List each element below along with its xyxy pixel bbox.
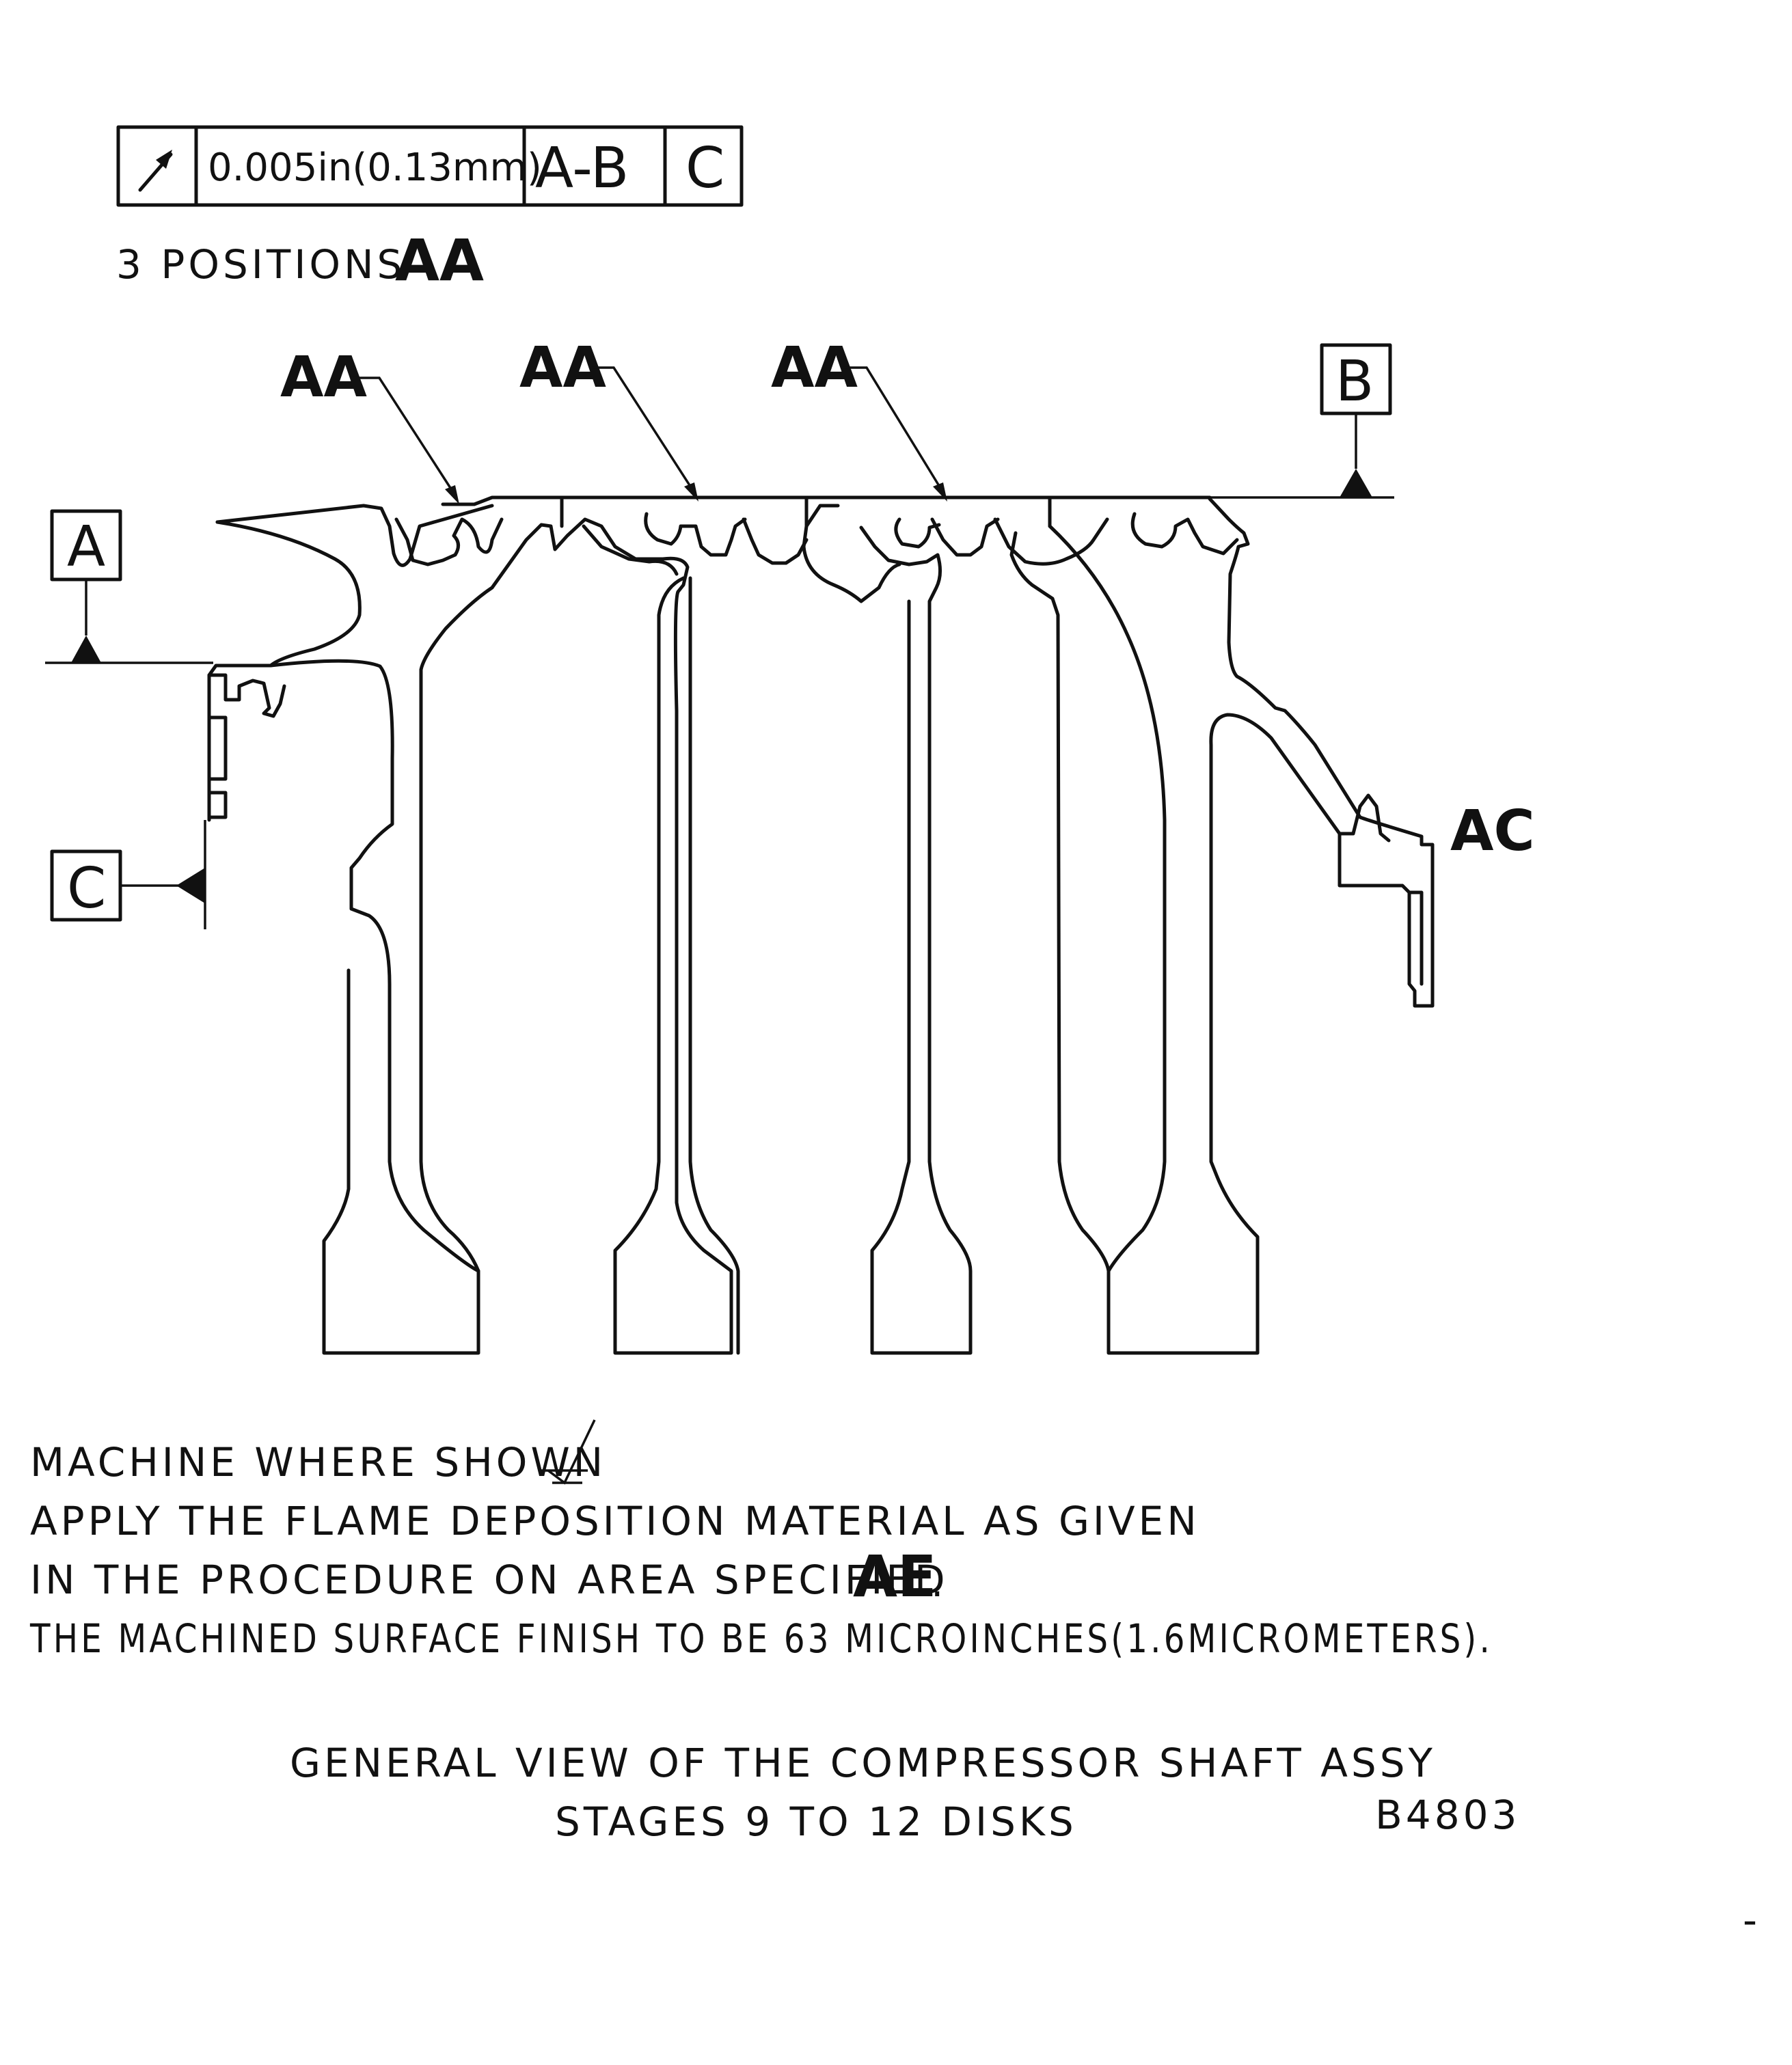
top-surface-line	[441, 495, 1212, 506]
caption-line-1: GENERAL VIEW OF THE COMPRESSOR SHAFT ASS…	[290, 1740, 1436, 1786]
machined-surface-symbol-icon	[541, 1419, 596, 1485]
datum-a-label: A	[67, 515, 105, 579]
datum-c-label: C	[67, 856, 106, 921]
page-dash: -	[1743, 1897, 1761, 1943]
compressor-shaft-section	[207, 497, 1435, 1355]
note-apply-line-2: IN THE PROCEDURE ON AREA SPECIFIED	[30, 1557, 949, 1603]
caption-line-2: STAGES 9 TO 12 DISKS	[555, 1799, 1077, 1845]
circular-runout-arrow-icon	[138, 150, 173, 192]
note-machine: MACHINE WHERE SHOWN	[30, 1439, 606, 1486]
tolerance-value: 0.005in(0.13mm)	[208, 146, 542, 190]
figure-id: B4803	[1375, 1792, 1520, 1838]
datum-b-label: B	[1335, 349, 1374, 414]
callout-ac: AC	[1450, 799, 1535, 864]
datum-a-symbol: A	[45, 509, 213, 664]
note-surface-finish: THE MACHINED SURFACE FINISH TO BE 63 MIC…	[29, 1615, 1493, 1662]
positions-note: 3 POSITIONS	[116, 241, 405, 288]
note-apply-ref: AE	[853, 1543, 936, 1610]
datum-reference-secondary: C	[685, 136, 724, 201]
datum-b-symbol: B	[1210, 343, 1394, 499]
datum-c-symbol: C	[50, 820, 206, 929]
datum-reference-primary: A-B	[535, 136, 629, 201]
positions-note-ref: AA	[395, 227, 484, 294]
note-apply-line-1: APPLY THE FLAME DEPOSITION MATERIAL AS G…	[30, 1498, 1200, 1544]
note-apply-period: .	[931, 1559, 947, 1606]
feature-control-frame: 0.005in(0.13mm) A-B C	[116, 125, 744, 207]
